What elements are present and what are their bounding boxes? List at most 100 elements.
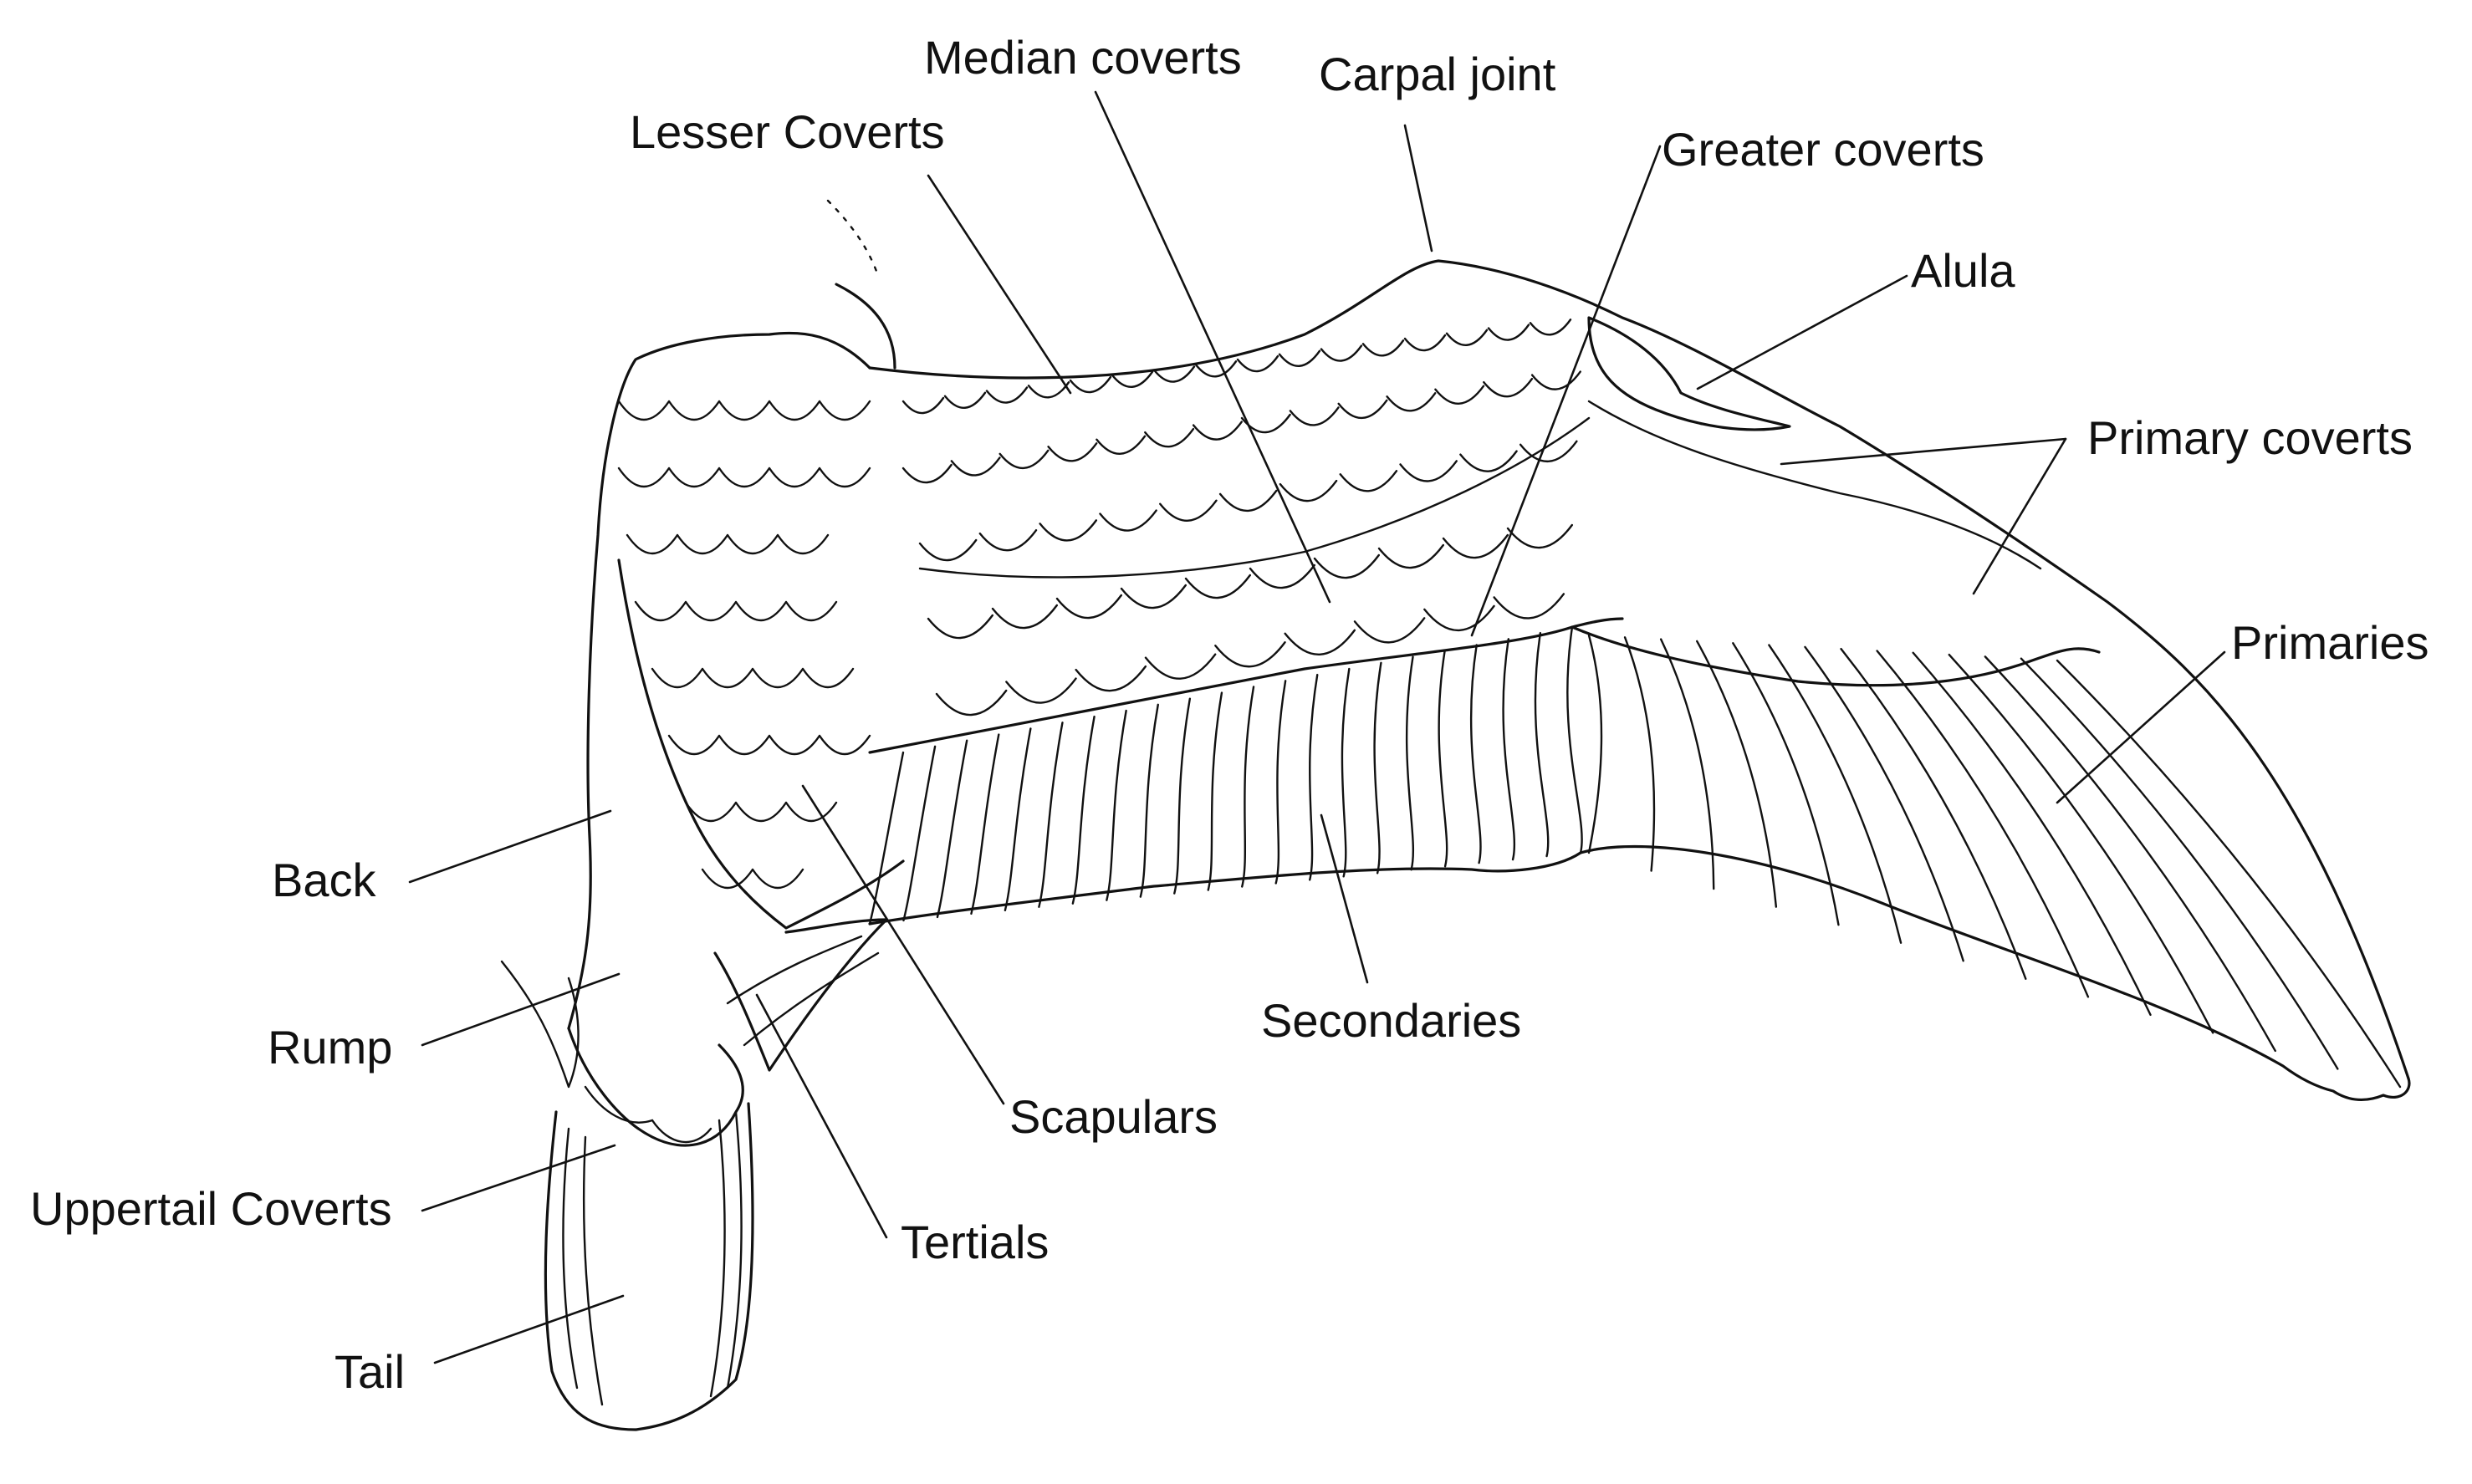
primary-coverts-upper bbox=[1587, 400, 2042, 570]
leader-carpal-joint bbox=[1403, 124, 1433, 252]
primary-feathers bbox=[1587, 634, 2402, 1089]
secondary-feather bbox=[936, 739, 968, 919]
tail-feather-2 bbox=[583, 1135, 604, 1406]
label-carpal-joint: Carpal joint bbox=[1319, 48, 1556, 100]
secondaries-trailing-edge bbox=[868, 851, 1582, 926]
primary-feather bbox=[1696, 640, 1778, 908]
primary-feather bbox=[1804, 645, 1964, 962]
primary-feather bbox=[1732, 642, 1840, 926]
secondary-feather bbox=[1038, 722, 1064, 908]
tertial-feather-2 bbox=[743, 951, 880, 1047]
tail-feather-4 bbox=[726, 1110, 743, 1390]
covert-row bbox=[935, 593, 1565, 717]
label-greater-coverts: Greater coverts bbox=[1662, 123, 1984, 176]
label-tertials: Tertials bbox=[901, 1216, 1049, 1268]
label-secondaries: Secondaries bbox=[1261, 994, 1521, 1047]
primary-feather bbox=[1984, 655, 2276, 1053]
rump-outline bbox=[567, 1027, 744, 1147]
secondary-feather bbox=[1274, 680, 1287, 885]
label-scapulars: Scapulars bbox=[1009, 1090, 1218, 1143]
back-scallop-row bbox=[617, 467, 871, 488]
back-scallop-row bbox=[651, 667, 855, 689]
leader-lesser-coverts bbox=[927, 174, 1072, 395]
leader-alula bbox=[1696, 274, 1908, 390]
primary-feather bbox=[2020, 657, 2339, 1070]
secondary-feather bbox=[868, 751, 905, 926]
neck-dots bbox=[826, 199, 880, 278]
tail-feather-1 bbox=[562, 1127, 579, 1390]
leader-scapulars bbox=[801, 784, 1005, 1105]
label-uppertail-coverts: Uppertail Coverts bbox=[30, 1182, 392, 1235]
wing-illustration bbox=[500, 199, 2411, 1431]
back-scallop-row bbox=[617, 400, 871, 421]
secondary-feather bbox=[1469, 644, 1482, 864]
leader-primary-coverts-a bbox=[1780, 437, 2067, 466]
primary-feather bbox=[1587, 634, 1603, 854]
secondary-feather bbox=[1071, 715, 1096, 905]
scapulars-block bbox=[617, 558, 905, 930]
leader-uppertail-coverts bbox=[421, 1144, 616, 1212]
primary-feather bbox=[1623, 636, 1656, 872]
primary-coverts-edge bbox=[1571, 625, 2101, 687]
secondary-feather bbox=[1139, 703, 1159, 898]
secondary-feather bbox=[1341, 667, 1351, 878]
alula-shape bbox=[1587, 316, 1791, 431]
secondary-feather bbox=[1534, 631, 1550, 858]
secondary-feathers bbox=[868, 625, 1583, 926]
leader-tertials bbox=[755, 993, 888, 1239]
label-back: Back bbox=[272, 854, 376, 906]
secondary-feather bbox=[1207, 691, 1223, 891]
median-coverts-edge bbox=[918, 416, 1591, 579]
leader-median-coverts bbox=[1094, 90, 1331, 604]
covert-row bbox=[901, 319, 1572, 415]
tertials-outline bbox=[713, 918, 888, 1072]
label-median-coverts: Median coverts bbox=[924, 31, 1242, 84]
leader-lines bbox=[408, 90, 2226, 1364]
wing-leading-edge bbox=[868, 259, 2410, 1080]
secondary-feather bbox=[970, 733, 1000, 915]
primary-feather bbox=[1912, 651, 2152, 1017]
secondary-feather bbox=[1308, 673, 1319, 881]
secondary-feather bbox=[1241, 686, 1255, 888]
primary-feather bbox=[1948, 653, 2214, 1034]
tail-feather-3 bbox=[709, 1119, 726, 1398]
leader-greater-coverts bbox=[1470, 145, 1662, 637]
secondary-feather bbox=[1173, 697, 1192, 895]
label-rump: Rump bbox=[268, 1021, 392, 1073]
primary-feather bbox=[2056, 659, 2402, 1089]
back-scallop-row bbox=[684, 801, 838, 823]
label-lesser-coverts: Lesser Coverts bbox=[630, 105, 945, 158]
leader-primary-coverts-b bbox=[1972, 437, 2067, 595]
leader-rump bbox=[421, 972, 621, 1047]
tertial-feather-1 bbox=[726, 935, 863, 1005]
back-scallop-row bbox=[701, 868, 804, 890]
covert-row bbox=[927, 523, 1573, 640]
secondary-feather bbox=[1373, 661, 1382, 875]
leader-secondaries bbox=[1320, 813, 1369, 984]
secondary-feather bbox=[1566, 625, 1583, 854]
secondary-feather bbox=[1502, 638, 1516, 861]
secondary-feather bbox=[1004, 727, 1032, 912]
leader-tail bbox=[433, 1294, 625, 1364]
rump-scallop-2 bbox=[651, 1119, 712, 1144]
back-scallop-row bbox=[626, 533, 830, 555]
label-primaries: Primaries bbox=[2231, 616, 2429, 669]
secondary-feather bbox=[1405, 655, 1415, 871]
secondary-feather bbox=[1438, 650, 1448, 868]
covert-row bbox=[918, 440, 1578, 562]
back-scallop-row bbox=[634, 600, 838, 622]
label-tail: Tail bbox=[335, 1345, 405, 1398]
covert-row bbox=[901, 370, 1581, 484]
primary-feather bbox=[1840, 647, 2027, 980]
label-primary-coverts: Primary coverts bbox=[2087, 411, 2413, 464]
rump-v-mark bbox=[500, 960, 580, 1089]
leader-back bbox=[408, 809, 612, 884]
greater-coverts-edge bbox=[868, 617, 1624, 754]
body-outline bbox=[567, 331, 871, 1030]
primary-feather bbox=[1876, 650, 2090, 998]
secondary-feather bbox=[1106, 709, 1127, 901]
covert-feathers bbox=[617, 319, 1581, 890]
label-alula: Alula bbox=[1911, 244, 2015, 297]
